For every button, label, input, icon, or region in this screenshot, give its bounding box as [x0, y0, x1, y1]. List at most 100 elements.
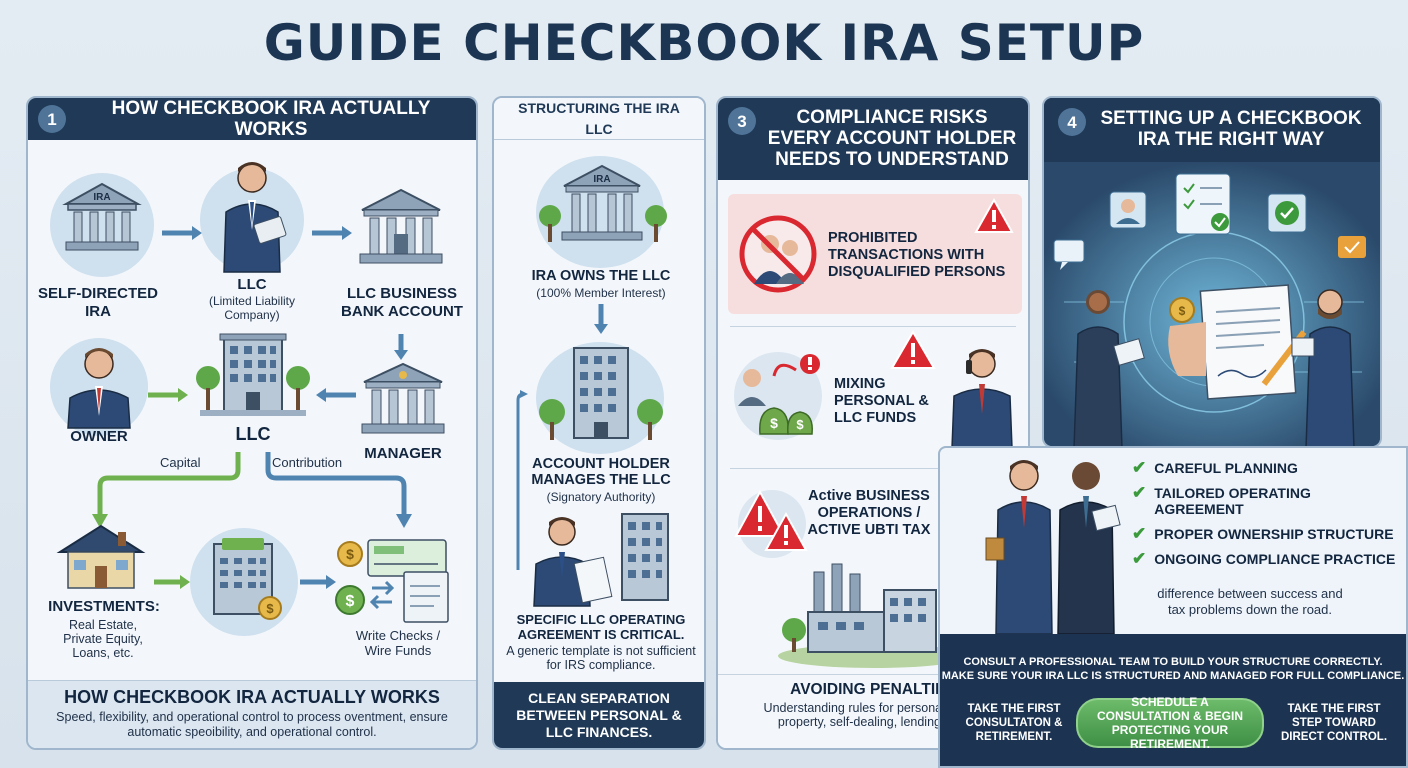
- arrow-right: [312, 226, 352, 240]
- panel-setup-right-way: 4 SETTING UP A CHECKBOOK IRA THE RIGHT W…: [1042, 96, 1382, 448]
- house-icon: [56, 524, 146, 589]
- check-item: ✔ PROPER OWNERSHIP STRUCTURE: [1132, 525, 1402, 542]
- panel-3-header: 3 COMPLIANCE RISKS EVERY ACCOUNT HOLDER …: [718, 98, 1028, 180]
- step-number: 1: [38, 105, 66, 133]
- divider: [730, 468, 1016, 469]
- llc-fund-building-icon: $: [213, 538, 282, 620]
- arrow-down: [394, 334, 408, 360]
- panel-2-header: STRUCTURING THE IRA LLC: [494, 98, 704, 140]
- llc-office-building-icon: [539, 347, 663, 440]
- warning-icon: [974, 197, 1014, 233]
- panel-structuring: STRUCTURING THE IRA LLC IRA IRA OWNS THE…: [492, 96, 706, 750]
- panel-4-title: SETTING UP A CHECKBOOK IRA THE RIGHT WAY: [1100, 108, 1362, 150]
- arrow-left: [316, 388, 356, 402]
- manager-bank-icon: [361, 362, 445, 434]
- check-item-label: PROPER OWNERSHIP STRUCTURE: [1154, 526, 1394, 542]
- ira-tag: IRA: [93, 192, 110, 203]
- llc-label: LLC: [237, 276, 267, 293]
- check-icon: ✔: [1132, 458, 1147, 477]
- panel-1-header: 1 HOW CHECKBOOK IRA ACTUALLY WORKS: [28, 98, 476, 140]
- svg-text:$: $: [266, 601, 274, 616]
- checklist: ✔ CAREFUL PLANNING ✔ TAILORED OPERATING …: [1132, 458, 1402, 568]
- warning-double-icon: [734, 489, 808, 558]
- mixing-funds-label: MIXING PERSONAL & LLC FUNDS: [834, 376, 929, 426]
- self-directed-ira-label: SELF-DIRECTED IRA: [38, 285, 158, 320]
- arrow-right-green: [154, 575, 190, 589]
- check-item-label: ONGOING COMPLIANCE PRACTICE: [1154, 551, 1396, 567]
- cta-line-2: MAKE SURE YOUR IRA LLC IS STRUCTURED AND…: [941, 670, 1405, 682]
- success-note: difference between success and tax probl…: [1157, 586, 1343, 617]
- cta-line-1: CONSULT A PROFESSIONAL TEAM TO BUILD YOU…: [963, 656, 1383, 668]
- check-item: ✔ ONGOING COMPLIANCE PRACTICE: [1132, 549, 1402, 568]
- panel-4-header: 4 SETTING UP A CHECKBOOK IRA THE RIGHT W…: [1044, 98, 1380, 162]
- llc-office-building-icon: [196, 333, 310, 416]
- panel-2-title: STRUCTURING THE IRA LLC: [518, 99, 680, 137]
- arrow-right-green: [148, 388, 188, 402]
- investments-label: INVESTMENTS:: [48, 598, 160, 615]
- risk-card-prohibited: PROHIBITED TRANSACTIONS WITH DISQUALIFIE…: [728, 194, 1022, 314]
- operating-agreement-label: SPECIFIC LLC OPERATING AGREEMENT IS CRIT…: [516, 612, 686, 642]
- signing-person-icon: [533, 513, 669, 607]
- take-first-step-text: TAKE THE FIRST STEP TOWARD DIRECT CONTRO…: [1280, 703, 1388, 743]
- arrow-down: [594, 304, 608, 334]
- check-icon: ✔: [1132, 483, 1147, 502]
- panel-compliance-risks: 3 COMPLIANCE RISKS EVERY ACCOUNT HOLDER …: [716, 96, 1030, 750]
- step-number: 4: [1058, 108, 1086, 136]
- panel-1-title: HOW CHECKBOOK IRA ACTUALLY WORKS: [111, 98, 431, 140]
- signatory-authority-sublabel: (Signatory Authority): [546, 490, 656, 504]
- capital-label: Capital: [160, 455, 201, 470]
- active-business-label: Active BUSINESS OPERATIONS /: [808, 488, 930, 521]
- step-number: 3: [728, 107, 756, 135]
- bank-account-label: LLC BUSINESS BANK ACCOUNT: [341, 285, 463, 320]
- arrow-right: [300, 575, 336, 589]
- page-title: GUIDE CHECKBOOK IRA SETUP: [263, 14, 1145, 72]
- bank-building-icon: [359, 188, 443, 264]
- svg-text:$: $: [796, 417, 804, 432]
- svg-text:$: $: [346, 593, 355, 610]
- bank-building-icon: IRA: [62, 182, 142, 251]
- check-item: ✔ CAREFUL PLANNING: [1132, 458, 1402, 477]
- llc-sublabel: (Limited Liability Company): [208, 294, 296, 322]
- contribution-label: Contribution: [272, 455, 343, 470]
- svg-text:$: $: [346, 546, 354, 562]
- panel-2-footer: CLEAN SEPARATION BETWEEN PERSONAL & LLC …: [494, 682, 704, 748]
- ira-tag: IRA: [593, 174, 610, 185]
- take-first-consultation-text: TAKE THE FIRST CONSULTATON & RETIREMENT.: [965, 703, 1063, 743]
- contribution-flow-arrow: [265, 452, 412, 528]
- digital-agreement-illustration: $: [1044, 162, 1380, 446]
- check-item-label: CAREFUL PLANNING: [1154, 460, 1298, 476]
- manager-label: MANAGER: [364, 445, 442, 462]
- panel-1-footer: HOW CHECKBOOK IRA ACTUALLY WORKS Speed, …: [28, 680, 476, 748]
- phone-person-icon: [951, 349, 1013, 449]
- llc-center-label: LLC: [235, 424, 271, 444]
- check-item: ✔ TAILORED OPERATING AGREEMENT: [1132, 483, 1402, 517]
- arrow-right: [162, 226, 202, 240]
- two-professionals-icon: [985, 460, 1121, 635]
- panel-3-title: COMPLIANCE RISKS EVERY ACCOUNT HOLDER NE…: [767, 107, 1017, 170]
- mixing-funds-icon: $ $: [734, 352, 822, 440]
- check-item-label: TAILORED OPERATING AGREEMENT: [1154, 485, 1311, 517]
- schedule-consultation-button[interactable]: SCHEDULE A CONSULTATION & BEGIN PROTECTI…: [1076, 695, 1264, 751]
- check-icon: ✔: [1132, 549, 1147, 568]
- check-and-wire-icon: $ $: [335, 539, 449, 623]
- panel-4-checklist-card: ✔ CAREFUL PLANNING ✔ TAILORED OPERATING …: [938, 446, 1408, 768]
- footer-text: Speed, flexibility, and operational cont…: [56, 710, 448, 739]
- write-checks-label: Write Checks / Wire Funds: [355, 628, 441, 658]
- generic-template-warning: A generic template is not sufficient for…: [506, 644, 696, 672]
- footer-title: HOW CHECKBOOK IRA ACTUALLY WORKS: [64, 687, 440, 707]
- divider: [730, 326, 1016, 327]
- account-holder-manages-label: ACCOUNT HOLDER MANAGES THE LLC: [531, 456, 671, 488]
- person-with-tablet-icon: [223, 162, 287, 273]
- ubti-tax-label: ACTIVE UBTI TAX: [807, 522, 931, 538]
- warning-icon: [890, 330, 936, 369]
- prohibited-transactions-label: PROHIBITED TRANSACTIONS WITH DISQUALIFIE…: [828, 230, 1006, 280]
- avoiding-penalties-title: AVOIDING PENALTIES: [790, 681, 956, 698]
- avoiding-penalties-text: Understanding rules for personal use of …: [763, 701, 983, 729]
- investments-sublabel: Real Estate, Private Equity, Loans, etc.: [63, 618, 143, 660]
- member-interest-sublabel: (100% Member Interest): [536, 286, 666, 300]
- cta-footer: CONSULT A PROFESSIONAL TEAM TO BUILD YOU…: [940, 634, 1406, 766]
- loop-arrow: [516, 390, 528, 570]
- svg-text:$: $: [770, 415, 778, 431]
- prohibited-people-icon: [739, 215, 817, 293]
- owner-label: OWNER: [70, 428, 128, 445]
